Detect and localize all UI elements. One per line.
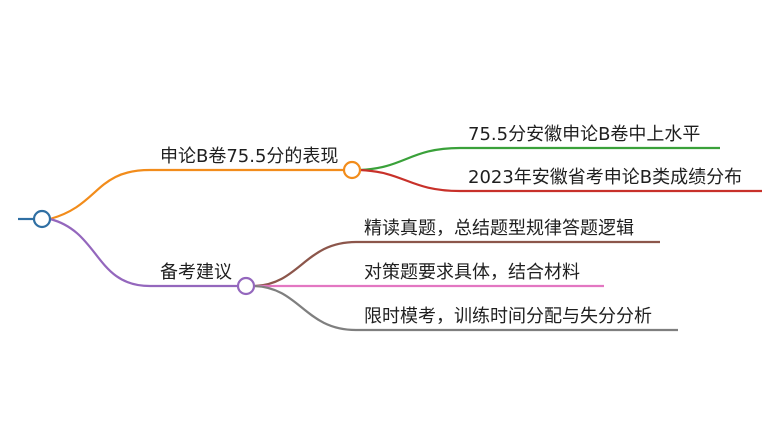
- branch-1-child-1-label[interactable]: 75.5分安徽申论B卷中上水平: [468, 124, 701, 145]
- edge-root-to-branch-1: [49, 168, 151, 221]
- edge-root-to-branch-2: [49, 217, 151, 288]
- root-node-toggle[interactable]: [32, 209, 52, 229]
- edge-branch-1-to-child-1: [359, 146, 461, 172]
- branch-1-child-2-label[interactable]: 2023年安徽省考申论B类成绩分布: [468, 167, 743, 188]
- branch-2-node-toggle[interactable]: [236, 276, 256, 296]
- branch-1-label[interactable]: 申论B卷75.5分的表现: [160, 146, 339, 167]
- branch-2-label[interactable]: 备考建议: [160, 262, 232, 283]
- branch-2-child-3-label[interactable]: 限时模考，训练时间分配与失分分析: [364, 306, 652, 327]
- edge-branch-2-to-child-3: [254, 284, 357, 332]
- branch-2-child-2-label[interactable]: 对策题要求具体，结合材料: [364, 262, 580, 283]
- edge-branch-2-to-child-1: [254, 240, 357, 288]
- branch-2-child-1-label[interactable]: 精读真题，总结题型规律答题逻辑: [364, 218, 634, 239]
- branch-1-node-toggle[interactable]: [342, 160, 362, 180]
- edge-branch-1-to-child-2: [359, 168, 461, 193]
